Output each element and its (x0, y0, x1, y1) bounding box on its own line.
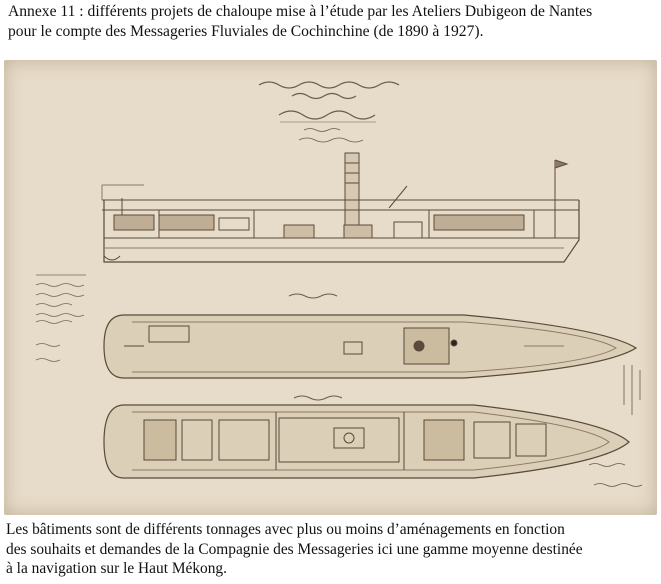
caption-line-1: Les bâtiments sont de différents tonnage… (6, 521, 565, 538)
upper-deck-plan (103, 314, 638, 379)
left-notes (35, 274, 86, 362)
heading-line-2: pour le compte des Messageries Fluviales… (8, 23, 484, 40)
main-deck-plan (103, 404, 630, 479)
caption-line-3: à la navigation sur le Haut Mékong. (6, 560, 227, 577)
caption: Les bâtiments sont de différents tonnage… (6, 520, 658, 579)
heading: Annexe 11 : différents projets de chalou… (8, 2, 658, 42)
ship-plan-drawing (4, 60, 657, 515)
ship-plan-svg (35, 81, 643, 487)
heading-line-1: Annexe 11 : différents projets de chalou… (8, 3, 593, 20)
caption-line-2: des souhaits et demandes de la Compagnie… (6, 540, 583, 558)
right-margin-notes (588, 365, 643, 487)
title-block-handwriting (258, 81, 400, 143)
side-elevation (101, 184, 580, 263)
